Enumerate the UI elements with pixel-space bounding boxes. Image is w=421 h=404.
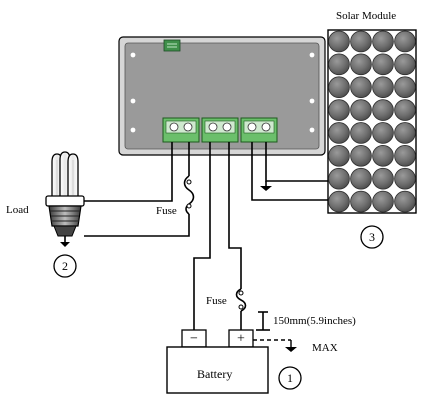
solar-cell	[328, 122, 350, 144]
mount-hole	[130, 127, 136, 133]
wires	[84, 142, 328, 330]
negative-sign: −	[190, 332, 198, 347]
solar-cell	[350, 76, 372, 98]
lamp-icon	[45, 151, 85, 237]
mount-hole	[130, 52, 136, 58]
solar-cell	[394, 76, 416, 98]
ground-icon	[60, 236, 70, 247]
charge-controller	[118, 36, 326, 156]
solar-cell	[328, 53, 350, 76]
solar-cell	[394, 99, 416, 121]
mount-hole	[309, 52, 315, 58]
solar-cell	[350, 167, 372, 190]
solar-terminal-block	[240, 117, 278, 143]
ground-icon	[260, 181, 272, 191]
marker-solar: 3	[360, 225, 384, 249]
solar-cell	[350, 190, 372, 213]
solar-cell	[372, 53, 394, 76]
svg-text:3: 3	[369, 230, 375, 244]
max-arrow	[253, 339, 297, 352]
solar-cell	[328, 30, 350, 53]
solar-cell	[394, 122, 416, 144]
mount-hole	[309, 98, 315, 104]
mount-hole	[309, 127, 315, 133]
battery-label: Battery	[197, 367, 232, 381]
solar-cell	[328, 76, 350, 98]
load-label: Load	[6, 204, 29, 216]
fuse-icon	[235, 288, 247, 312]
marker-load: 2	[53, 254, 77, 278]
svg-text:2: 2	[62, 259, 68, 273]
solar-cell	[328, 167, 350, 190]
positive-sign: +	[237, 332, 245, 347]
solar-cell	[328, 190, 350, 213]
max-label: MAX	[312, 342, 338, 354]
solar-cell	[350, 30, 372, 53]
solar-cell	[328, 145, 350, 167]
fuse-battery-label: Fuse	[206, 295, 227, 307]
solar-module-label: Solar Module	[336, 10, 396, 22]
solar-cell	[350, 145, 372, 167]
battery-terminal-block	[201, 117, 239, 143]
solar-cell	[372, 167, 394, 190]
load-terminal-block	[162, 117, 200, 143]
status-led-connector	[163, 39, 181, 52]
solar-cell	[394, 190, 416, 213]
battery-icon	[166, 329, 269, 394]
solar-cell	[350, 53, 372, 76]
solar-cell	[372, 122, 394, 144]
marker-battery: 1	[278, 366, 302, 390]
solar-module	[327, 29, 417, 214]
solar-cell	[394, 53, 416, 76]
solar-cell	[394, 145, 416, 167]
solar-cell	[328, 99, 350, 121]
solar-cell	[372, 145, 394, 167]
fuse-load-label: Fuse	[156, 205, 177, 217]
fuse-icon	[183, 175, 195, 215]
solar-cell	[372, 30, 394, 53]
solar-cell	[394, 30, 416, 53]
solar-cell	[350, 122, 372, 144]
solar-cell	[372, 190, 394, 213]
solar-cell	[350, 99, 372, 121]
solar-cells	[328, 30, 416, 213]
solar-cell	[372, 99, 394, 121]
solar-cell	[394, 167, 416, 190]
distance-indicator	[256, 311, 270, 331]
solar-cell	[372, 76, 394, 98]
mount-hole	[130, 98, 136, 104]
svg-text:1: 1	[287, 371, 293, 385]
distance-label: 150mm(5.9inches)	[273, 315, 356, 327]
